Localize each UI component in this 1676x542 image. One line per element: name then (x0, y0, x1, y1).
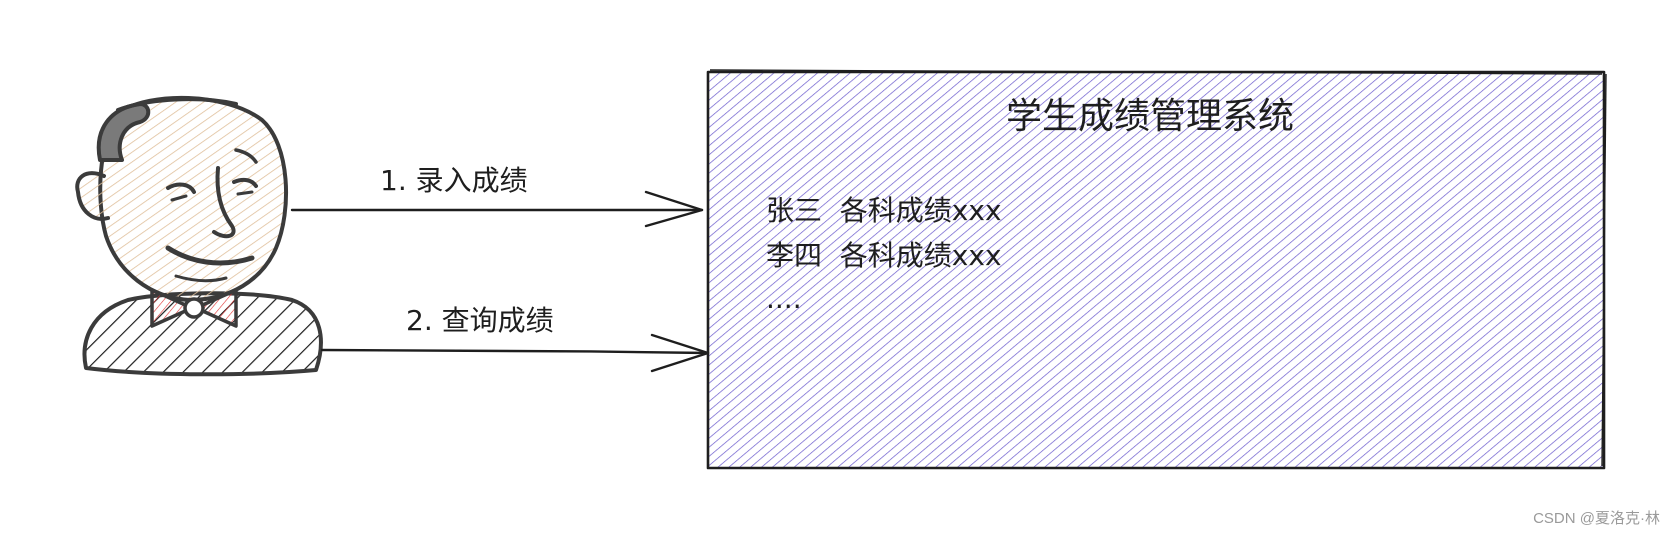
system-title: 学生成绩管理系统 (1006, 96, 1294, 137)
watermark: CSDN @夏洛克·林 (1533, 510, 1660, 527)
system-row-lisi: 李四 各科成绩xxx (766, 239, 1002, 272)
arrow-enter-scores: 1. 录入成绩 (290, 164, 704, 228)
user-ear (75, 171, 110, 221)
system-row-ellipsis: .... (766, 282, 802, 315)
arrow-enter-label: 1. 录入成绩 (380, 164, 528, 197)
user-figure (75, 95, 323, 377)
user-bowtie (150, 288, 238, 328)
user-hair (96, 102, 151, 162)
user-body (82, 291, 323, 377)
arrow-query-label: 2. 查询成绩 (406, 304, 554, 337)
system-box: 学生成绩管理系统 张三 各科成绩xxx 李四 各科成绩xxx .... (706, 69, 1607, 470)
user-head (98, 95, 289, 302)
arrow-query-scores: 2. 查询成绩 (320, 304, 710, 373)
system-row-zhangsan: 张三 各科成绩xxx (766, 194, 1002, 227)
